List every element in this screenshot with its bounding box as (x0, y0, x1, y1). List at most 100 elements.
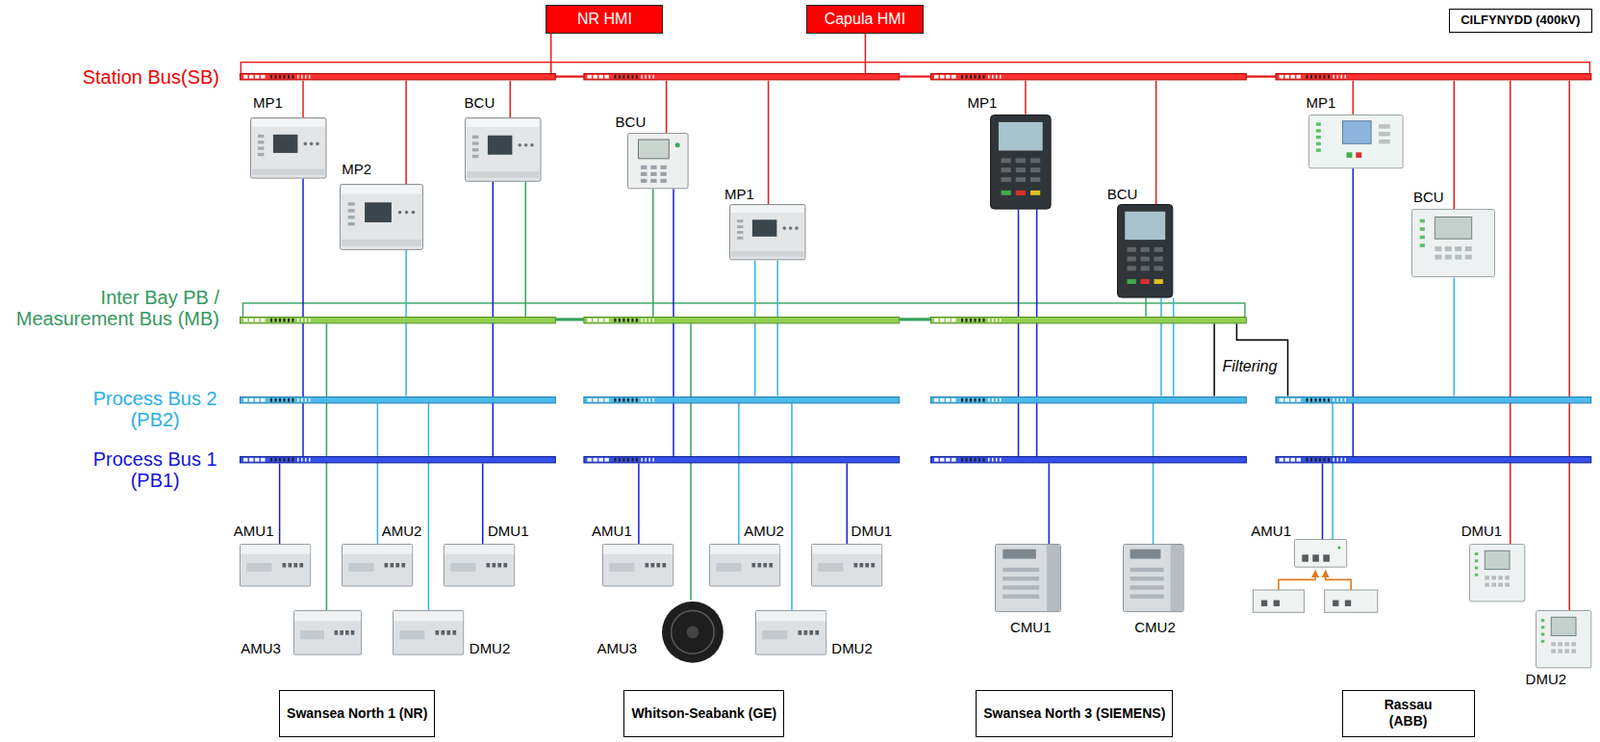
device-case (1308, 114, 1403, 168)
connector-line (1017, 208, 1020, 457)
bus-segment (1275, 457, 1592, 463)
ied-device: AMU3 (660, 600, 725, 664)
device-key (650, 172, 657, 177)
bus-port (254, 318, 260, 323)
bus-port-stripe (995, 75, 998, 79)
device-port (288, 562, 293, 568)
bus-label: Station Bus(SB) (82, 66, 220, 88)
device-led (736, 225, 743, 229)
device-case (1411, 209, 1495, 278)
device-port (1312, 554, 1320, 561)
bus-segment (1275, 396, 1592, 403)
device-picture (1308, 114, 1404, 169)
box-text: Swansea North 3 (SIEMENS) (983, 705, 1166, 722)
bus-port-stripe (283, 397, 286, 402)
device-key (1030, 157, 1041, 163)
device-label: BCU (1413, 189, 1445, 204)
device-port (871, 562, 876, 568)
orange-arrow (1278, 570, 1316, 590)
ied-device: BCU (1411, 208, 1496, 278)
bus-port-stripe (641, 457, 644, 462)
bus-port-stripe (978, 397, 981, 402)
bus-port (599, 397, 605, 402)
bus-port (587, 457, 593, 462)
bus-port-stripe (991, 75, 994, 79)
connector-line (1144, 298, 1147, 317)
device-screen (998, 122, 1043, 152)
box-text: Swansea North 1 (NR) (286, 705, 428, 722)
bus-port (951, 457, 957, 462)
device-picture (1411, 208, 1496, 278)
device-led (1419, 219, 1424, 224)
bus-port-stripe (301, 397, 304, 402)
bus-port (945, 397, 951, 402)
device-screen (1484, 551, 1510, 570)
ied-device: CMU1 (994, 543, 1062, 612)
bus-port (260, 397, 266, 402)
device-top (393, 610, 463, 621)
connector-line (377, 403, 380, 544)
bus-port-stripe (283, 75, 286, 79)
device-side (1169, 544, 1183, 611)
bus-port-stripe (961, 75, 964, 79)
ied-device: AMU3 (293, 609, 362, 656)
device-screen (1124, 211, 1166, 240)
device-label: BCU (615, 114, 647, 129)
device-key (660, 165, 667, 170)
box-text: Capula HMI (824, 10, 906, 28)
device-button (523, 143, 528, 148)
device-case (444, 544, 515, 587)
device-slot (818, 562, 844, 572)
bus-port-stripe (270, 457, 273, 462)
device-label: MP1 (1306, 95, 1337, 110)
bus-port (605, 318, 610, 323)
device-port (453, 630, 458, 635)
bus-port-stripe (301, 75, 304, 79)
bus-port-stripe (965, 318, 968, 323)
bus-port-stripe (270, 397, 273, 402)
device-picture (1469, 543, 1525, 602)
bus-port-stripe (1310, 397, 1313, 402)
bus-port-stripe (965, 397, 968, 402)
bus-port-stripe (999, 75, 1002, 79)
bus-port-stripe (999, 457, 1002, 462)
device-key (1434, 254, 1442, 260)
device-key (1464, 246, 1472, 252)
bus-switch-bar (239, 396, 1592, 404)
device-slot (451, 562, 477, 572)
sensor-body (661, 601, 724, 663)
bus-port-stripe (618, 397, 621, 402)
ied-device: DMU1 (1469, 543, 1525, 602)
sensor-port (1345, 600, 1351, 607)
device-label: AMU1 (233, 523, 275, 538)
bus-port-stripe (297, 75, 300, 79)
bus-port (243, 457, 249, 462)
device-port (300, 562, 305, 568)
ied-device: BCU (1117, 203, 1173, 299)
device-button (530, 143, 534, 148)
box-text: CILFYNYDD (400kV) (1460, 13, 1580, 28)
bus-segment (931, 316, 1247, 323)
device-screen (486, 135, 512, 155)
device-led (348, 222, 356, 226)
bus-port (243, 75, 249, 79)
bus-port-stripe (1341, 457, 1344, 462)
bus-port-stripe (653, 397, 656, 402)
device-key (1030, 177, 1041, 182)
connector-line (524, 181, 527, 317)
connector-line (1172, 298, 1175, 397)
bus-port-stripe (632, 457, 635, 462)
bus-port (1296, 397, 1302, 402)
ied-device: DMU2 (392, 609, 464, 656)
device-key (1491, 583, 1497, 587)
device-top (341, 185, 422, 194)
device-key (1571, 649, 1576, 654)
device-key (1557, 649, 1563, 654)
device-key (1378, 139, 1391, 145)
bus-port-stripe (627, 318, 630, 323)
device-port (809, 630, 813, 635)
bus-port (1296, 75, 1302, 79)
bus-port-stripe (649, 457, 652, 462)
bus-port-stripe (988, 75, 991, 79)
network-bus: Station Bus(SB) (239, 73, 1592, 80)
